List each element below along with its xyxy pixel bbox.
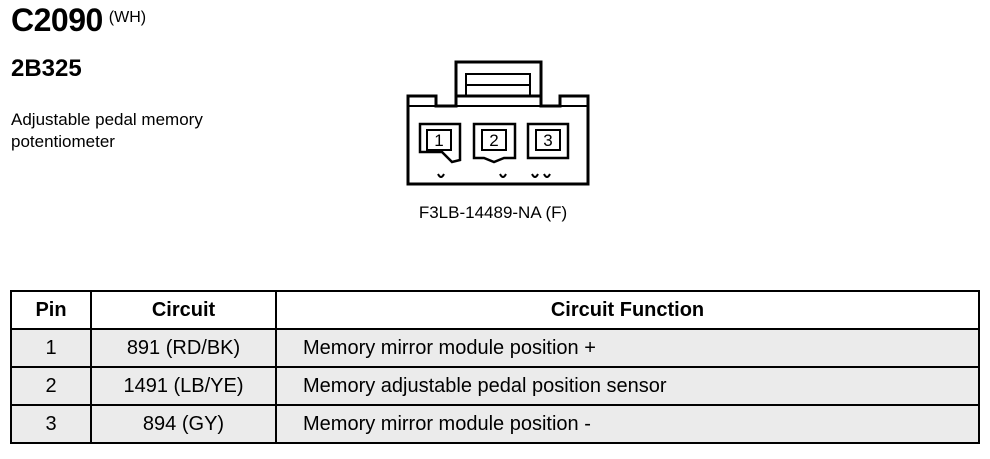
function-cell: Memory mirror module position +: [275, 328, 980, 368]
connector-key-right-2: [543, 173, 551, 178]
connector-color-code: (WH): [108, 9, 147, 26]
table-row: 2 1491 (LB/YE) Memory adjustable pedal p…: [10, 366, 980, 406]
component-code: 2B325: [11, 55, 82, 82]
connector-id: C2090 (WH): [11, 2, 146, 39]
connector-key-right-1: [531, 173, 539, 178]
cavity-3-label-box: [535, 129, 561, 151]
connector-part-number: F3LB-14489-NA (F): [418, 203, 568, 222]
cavity-3-outline: [526, 122, 570, 160]
cavity-1-label-box: [426, 129, 452, 151]
description-line-1: Adjustable pedal memory: [11, 110, 203, 129]
pin-cell: 1: [10, 328, 92, 368]
header-circuit-function: Circuit Function: [275, 290, 980, 330]
connector-code: C2090: [11, 2, 103, 38]
table-row: 3 894 (GY) Memory mirror module position…: [10, 404, 980, 444]
connector-key-mid: [499, 173, 507, 178]
pinout-table: Pin Circuit Circuit Function 1 891 (RD/B…: [10, 290, 980, 444]
header-pin: Pin: [10, 290, 92, 330]
cavity-2-outline: [472, 122, 517, 164]
function-cell: Memory adjustable pedal position sensor: [275, 366, 980, 406]
function-cell: Memory mirror module position -: [275, 404, 980, 444]
connector-key-left: [437, 173, 445, 178]
table-row: 1 891 (RD/BK) Memory mirror module posit…: [10, 328, 980, 368]
component-description: Adjustable pedal memory potentiometer: [11, 109, 271, 153]
cavity-3-label: 3: [543, 131, 552, 150]
pin-cell: 3: [10, 404, 92, 444]
circuit-cell: 891 (RD/BK): [90, 328, 277, 368]
circuit-cell: 894 (GY): [90, 404, 277, 444]
cavity-1-outline: [418, 122, 462, 164]
connector-face-diagram: 1 2 3: [398, 58, 598, 198]
connector-lock-tab: [454, 60, 543, 96]
cavity-2-label: 2: [489, 131, 498, 150]
description-line-2: potentiometer: [11, 132, 115, 151]
circuit-cell: 1491 (LB/YE): [90, 366, 277, 406]
cavity-2-label-box: [481, 129, 507, 151]
table-header-row: Pin Circuit Circuit Function: [10, 290, 980, 330]
pin-cell: 2: [10, 366, 92, 406]
connector-face-svg: 1 2 3: [406, 60, 590, 186]
cavity-1-label: 1: [434, 131, 443, 150]
header-circuit: Circuit: [90, 290, 277, 330]
